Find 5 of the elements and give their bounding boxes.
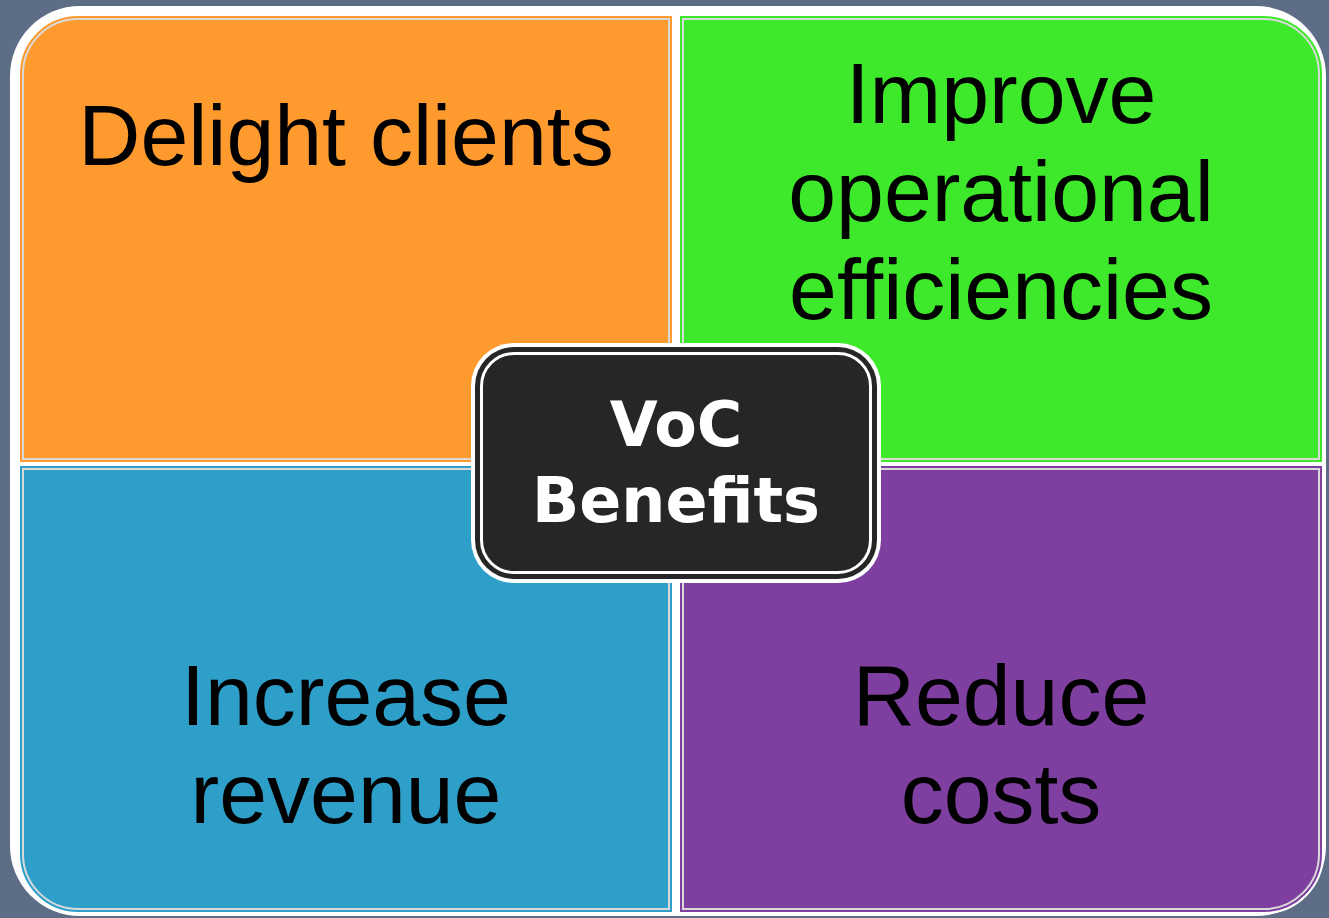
quadrant-label: Improve operational efficiencies xyxy=(787,44,1215,338)
quadrant-label: Delight clients xyxy=(78,86,614,184)
quadrant-label: Reduce costs xyxy=(851,646,1151,842)
quadrant-label: Increase revenue xyxy=(180,646,512,842)
center-label: VoC Benefits xyxy=(531,387,821,539)
